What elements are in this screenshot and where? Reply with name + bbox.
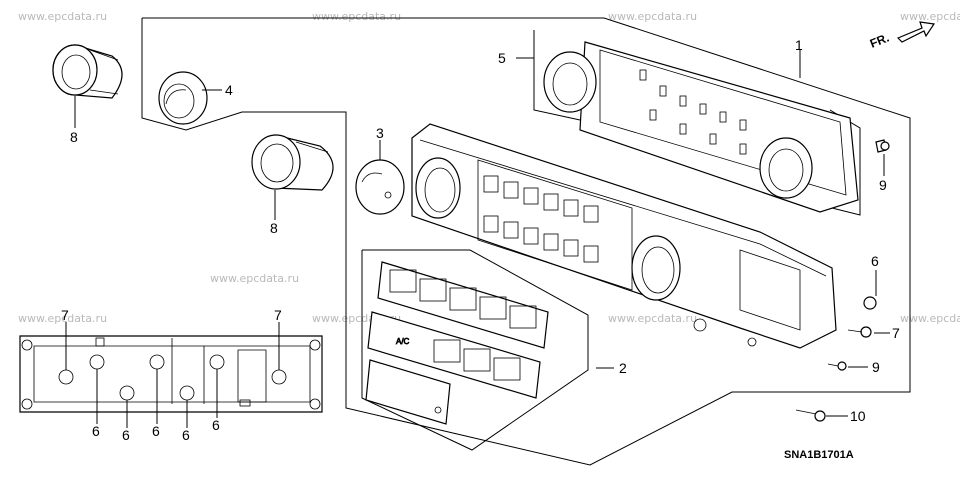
dial-ring-4 [158,71,208,125]
watermark: www.epcdata.ru [18,312,107,325]
arrow-icon [896,21,936,43]
watermark: www.epcdata.ru [900,10,960,23]
panel-boundary [361,249,589,451]
callout-1: 1 [795,37,803,53]
watermark: www.epcdata.ru [608,10,697,23]
control-pcb-5 [543,41,859,213]
rear-cover-panel [19,335,323,413]
direction-label: FR. [868,31,891,51]
callout-9: 9 [872,359,880,375]
callout-8: 8 [270,220,278,236]
callout-7: 7 [274,307,282,323]
front-direction-arrow: FR. [868,21,936,51]
callout-2: 2 [619,360,627,376]
assembly-boundary [141,17,911,466]
callout-10: 10 [850,408,866,424]
watermarks: www.epcdata.ru www.epcdata.ru www.epcdat… [18,10,960,325]
callout-6: 6 [92,423,100,439]
knob-3 [355,159,405,215]
watermark: www.epcdata.ru [210,272,299,285]
main-housing-1 [411,123,837,349]
callout-9: 9 [879,177,887,193]
watermark: www.epcdata.ru [900,312,960,325]
callout-8: 8 [70,129,78,145]
callout-6: 6 [212,417,220,433]
callout-5: 5 [498,50,506,66]
switch-panel-2: A/C [365,261,549,425]
callout-3: 3 [376,125,384,141]
watermark: www.epcdata.ru [312,10,401,23]
callout-6: 6 [122,427,130,443]
knob-ring-8-left [52,44,123,99]
callout-7: 7 [892,325,900,341]
callout-6: 6 [182,427,190,443]
watermark: www.epcdata.ru [18,10,107,23]
diagram-code: SNA1B1701A [784,449,854,461]
callout-7: 7 [61,307,69,323]
callout-6: 6 [152,423,160,439]
ac-label: A/C [396,337,410,346]
fasteners [795,139,890,422]
callout-6: 6 [871,253,879,269]
leader-lines [65,57,890,428]
watermark: www.epcdata.ru [608,312,697,325]
knob-ring-8-middle [251,134,334,191]
callout-4: 4 [225,82,233,98]
callouts: 1 2 3 4 5 6 6 6 6 6 6 7 7 7 8 8 9 9 10 [61,37,900,443]
